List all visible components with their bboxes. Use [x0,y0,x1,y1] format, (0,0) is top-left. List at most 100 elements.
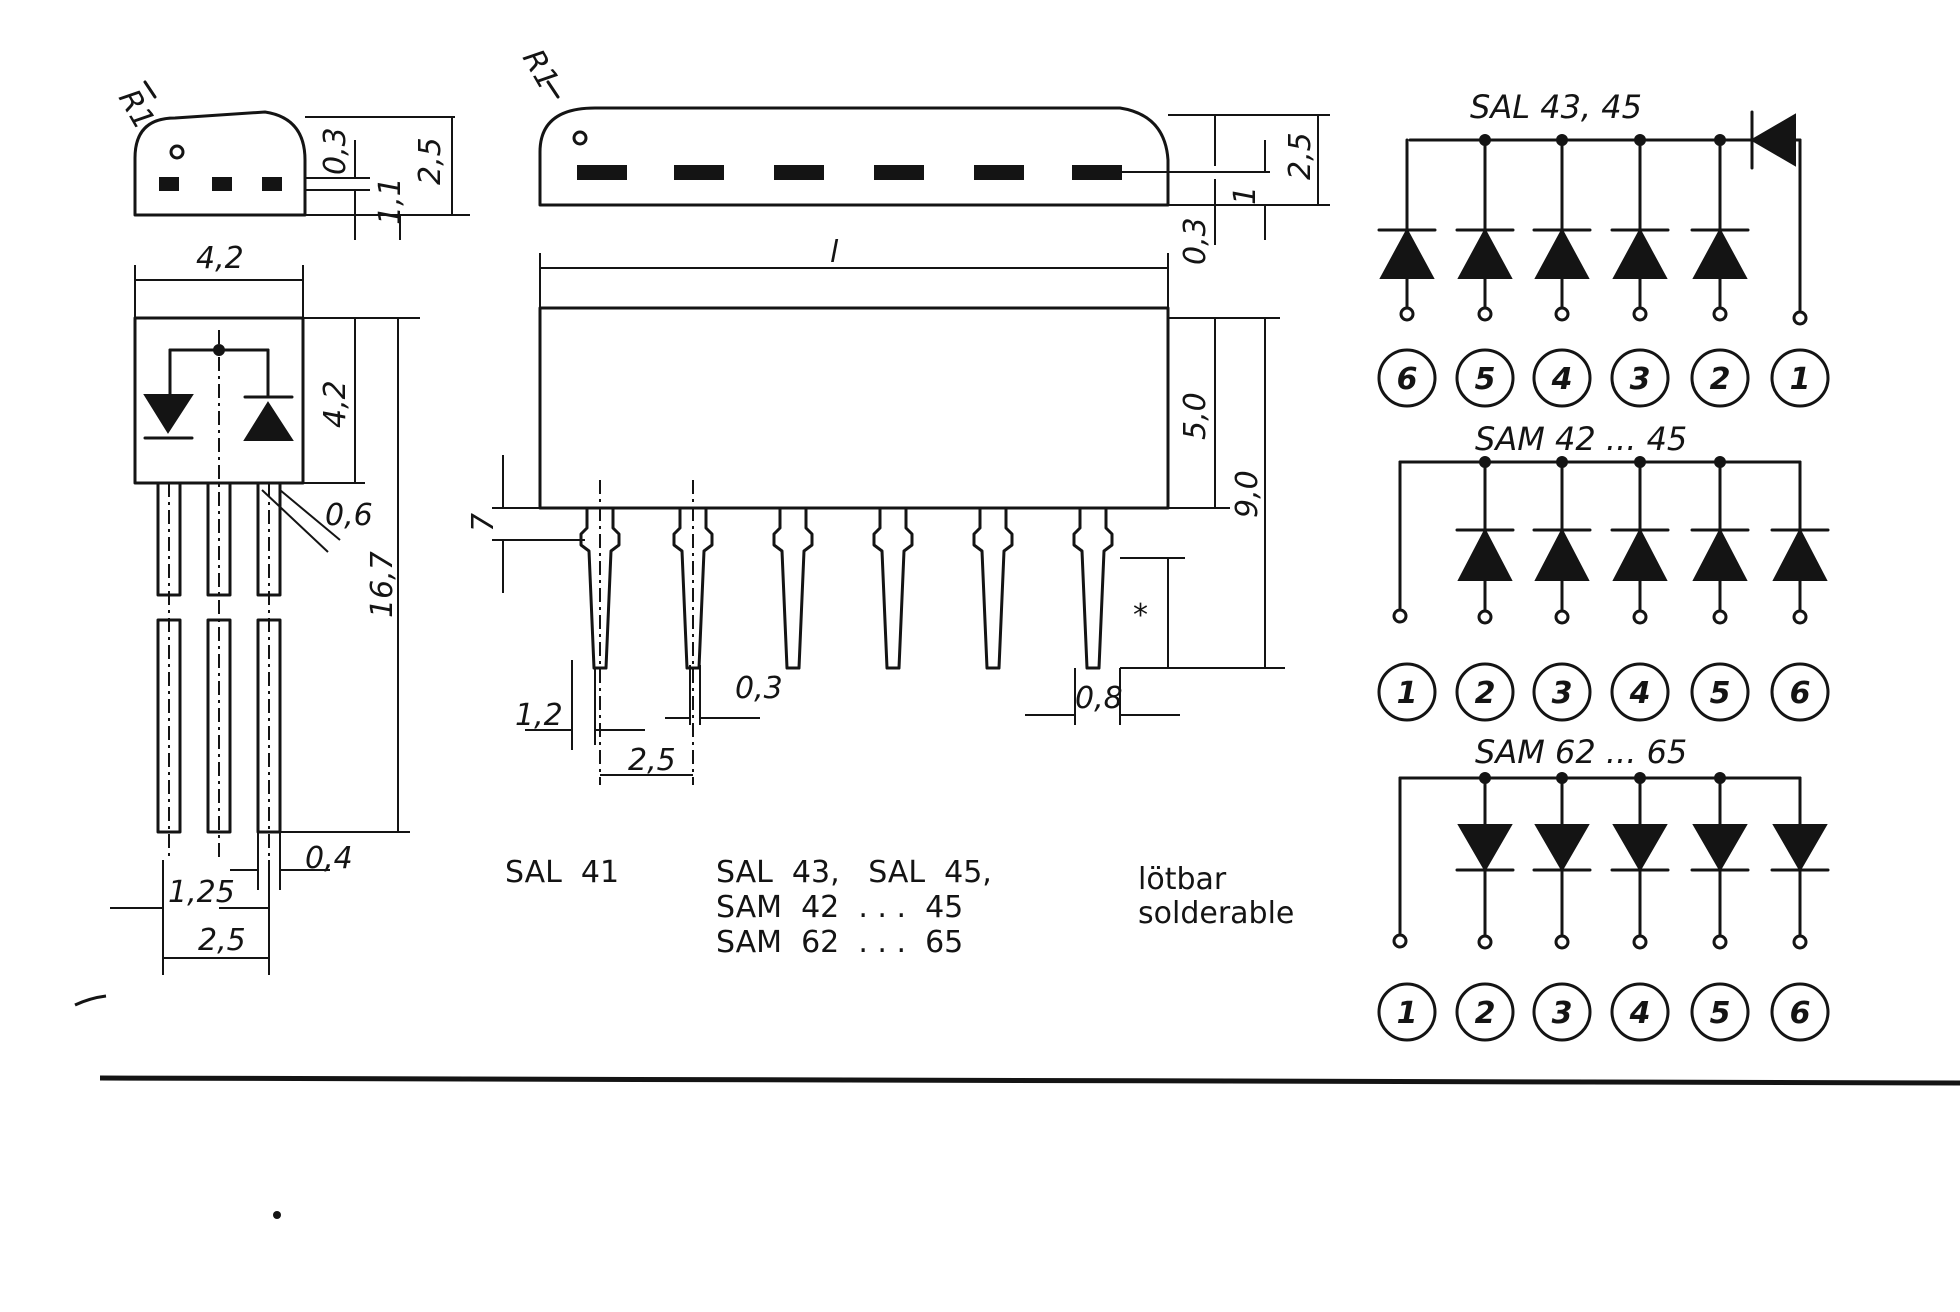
sil-top-view [538,80,1330,245]
pin-number: 3 [1630,362,1651,397]
label-solderable: solderable [1138,896,1295,931]
terminal [1792,310,1808,326]
diode-symbol [1612,824,1668,872]
pin-circle [1455,982,1515,1042]
terminal [1792,609,1808,625]
dim-9-0: 9,0 [1230,470,1265,518]
label-group-line2: SAM 42 . . . 45 [716,890,964,925]
sil-leads [579,506,1114,670]
terminal [1554,609,1570,625]
diode-symbol [1692,824,1748,872]
schematic-title: SAM 62 ... 65 [1475,733,1687,771]
divider-line [99,1075,1960,1086]
sil-front-view [492,253,1285,785]
pin-number: 2 [1710,362,1731,397]
pin-number: 3 [1552,996,1573,1031]
pin-circle [1532,982,1592,1042]
sal41-top-view [133,80,470,240]
pin-circle [1770,982,1830,1042]
dim-1-1-small: 1,1 [373,177,408,225]
pin-number: 1 [1397,996,1418,1031]
dim-0-3-large: 0,3 [1178,217,1213,265]
pin-number: 3 [1552,676,1573,711]
dim-2-5-small: 2,5 [413,137,448,185]
dim-2-5-pitch-small: 2,5 [198,923,246,958]
pin-number: 4 [1629,996,1651,1031]
dim-1-25: 1,25 [168,875,235,910]
lead [772,506,814,670]
terminal [1632,609,1648,625]
label-sal41: SAL 41 [505,855,620,890]
diode-symbol [1772,824,1828,872]
diode-symbol [1692,527,1748,581]
terminal [1477,306,1493,322]
terminal [1399,306,1415,322]
lead [972,506,1014,670]
pin-circle [1532,662,1592,722]
pin-circle [1690,982,1750,1042]
pin-circle [1455,662,1515,722]
sil-package: R1 2,5 1 0,3 l 5,0 9,0 7 * 1,2 0,3 2,5 0… [466,44,1330,785]
pin-number: 2 [1475,676,1496,711]
dim-4-2-width: 4,2 [196,241,244,276]
pin-circle [1377,982,1437,1042]
pin-circle [1770,348,1830,408]
diode-symbol [1457,824,1513,872]
pin-number: 1 [1397,676,1418,711]
pin-circle [1610,662,1670,722]
terminal [1392,608,1408,624]
dim-0-6: 0,6 [325,498,373,533]
schematic-body: 6 5 4 3 2 1 [1377,110,1830,408]
dim-0-3-lead: 0,3 [735,671,783,706]
dim-1: 1 [1228,186,1263,205]
lead [872,506,914,670]
terminal [1712,306,1728,322]
pin-circle [1690,348,1750,408]
dim-5-0: 5,0 [1178,392,1213,440]
lead [672,506,714,670]
pin-number: 1 [1790,362,1811,397]
pin-number: 4 [1629,676,1651,711]
diode-symbol [1457,527,1513,581]
lead [1072,506,1114,670]
dim-1-2: 1,2 [515,698,563,733]
pin-number: 5 [1475,362,1496,397]
sal41-package: R1 0,3 1,1 2,5 4,2 4,2 0,6 16,7 0,4 1,25… [110,80,470,975]
dim-0-8: 0,8 [1075,681,1123,716]
pin-number: 4 [1551,362,1573,397]
scan-mark [74,994,107,1007]
diode-symbol [1772,527,1828,581]
pin-circle [1690,662,1750,722]
diode-symbol [1612,227,1668,279]
schematic-title: SAM 42 ... 45 [1475,420,1687,458]
dim-0-4: 0,4 [305,841,353,876]
terminal [1712,934,1728,950]
terminal [1712,609,1728,625]
terminal [1477,609,1493,625]
dim-r1-small: R1 [111,84,161,136]
terminal [1554,934,1570,950]
dim-l: l [830,235,839,270]
diode-symbol [1692,227,1748,279]
dim-2-5-pitch: 2,5 [628,743,676,778]
diode-symbol [1457,227,1513,279]
sal41-front-view [110,265,420,975]
dim-2-5-large: 2,5 [1283,132,1318,180]
schematic-title: SAL 43, 45 [1470,88,1642,126]
pin-circle [1770,662,1830,722]
pin-number: 6 [1397,362,1418,397]
dim-7: 7 [466,513,501,532]
diode-symbol [1379,227,1435,279]
diode-symbol [1534,527,1590,581]
diode-symbol [1534,824,1590,872]
dim-16-7: 16,7 [365,551,400,618]
terminal [1392,933,1408,949]
pin-number: 6 [1790,676,1811,711]
pin-circle [1455,348,1515,408]
scan-dot [273,1211,281,1219]
dim-star: * [1133,598,1148,633]
